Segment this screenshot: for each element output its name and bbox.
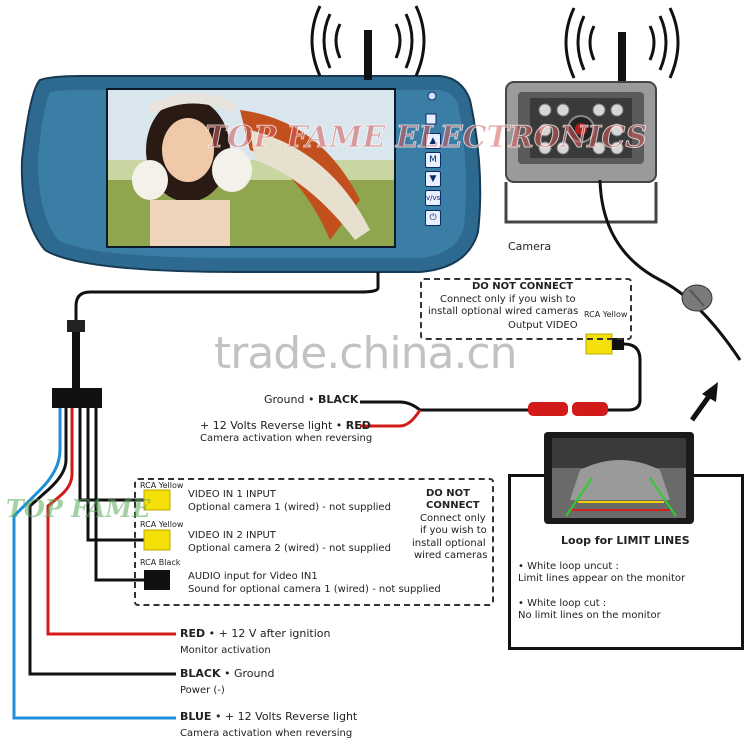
camera-antenna <box>564 7 680 84</box>
red-wire-label: RED • + 12 V after ignition <box>180 627 331 640</box>
dnc-line3: Connect only <box>420 513 486 524</box>
v2-title: VIDEO IN 2 INPUT <box>188 530 276 541</box>
v1-title: VIDEO IN 1 INPUT <box>188 489 276 500</box>
black-wire-label: BLACK • Ground <box>180 667 275 680</box>
loop-title: Loop for LIMIT LINES <box>561 534 690 547</box>
blue-wire-sub: Camera activation when reversing <box>180 728 353 739</box>
v2-rca-label: RCA Yellow <box>140 520 184 529</box>
loop-uncut-text: Limit lines appear on the monitor <box>518 573 686 584</box>
v1-sub: Optional camera 1 (wired) - not supplied <box>188 502 391 513</box>
dnc-line2: CONNECT <box>426 500 480 511</box>
mirror-button-up[interactable]: ▲ <box>425 133 441 149</box>
site-watermark: trade.china.cn <box>214 328 518 379</box>
ground-label: Ground • BLACK <box>264 393 359 406</box>
output-box-title: DO NOT CONNECT <box>472 281 574 292</box>
harness-connector <box>52 388 102 408</box>
screen-photo <box>108 90 394 246</box>
reverse-sub: Camera activation when reversing <box>200 433 373 444</box>
optional-inputs-box <box>134 478 494 606</box>
v2-sub: Optional camera 2 (wired) - not supplied <box>188 543 391 554</box>
mirror-button-down[interactable]: ▼ <box>425 171 441 187</box>
camera-body <box>504 81 658 224</box>
loop-uncut-title: • White loop uncut : <box>518 561 619 572</box>
output-box-line2: install optional wired cameras <box>428 306 579 317</box>
dnc-line1: DO NOT <box>426 488 470 499</box>
audio-title: AUDIO input for Video IN1 <box>188 571 318 582</box>
red-wire-sub: Monitor activation <box>180 645 271 656</box>
v1-rca-label: RCA Yellow <box>140 481 184 490</box>
output-rca-label: RCA Yellow <box>584 310 628 319</box>
dnc-line5: install optional <box>412 538 486 549</box>
monitor-antenna <box>310 5 426 80</box>
reverse-label: + 12 Volts Reverse light • RED <box>200 419 371 432</box>
black-wire-sub: Power (-) <box>180 685 225 696</box>
audio-sub: Sound for optional camera 1 (wired) - no… <box>188 584 441 595</box>
blue-wire-label: BLUE • + 12 Volts Reverse light <box>180 710 358 723</box>
camera-label: Camera <box>508 240 552 253</box>
mirror-button-source[interactable]: v/vs <box>425 190 441 206</box>
brand-watermark-small: TOP FAME <box>6 494 151 523</box>
loop-cut-text: No limit lines on the monitor <box>518 610 661 621</box>
output-box-line3: Output VIDEO <box>508 320 578 331</box>
dnc-line4: if you wish to <box>420 525 487 536</box>
mirror-button-menu[interactable]: M <box>425 152 441 168</box>
dnc-line6: wired cameras <box>414 550 488 561</box>
output-box-line1: Connect only if you wish to <box>440 294 576 305</box>
output-video-box <box>420 278 632 340</box>
rearview-mirror-monitor <box>20 75 482 273</box>
brand-watermark: TOP FAME ELECTRONICS <box>205 120 648 156</box>
loop-cut-title: • White loop cut : <box>518 598 607 609</box>
mirror-power-icon[interactable]: ⏻ <box>425 210 441 226</box>
audio-rca-label: RCA Black <box>140 558 181 567</box>
